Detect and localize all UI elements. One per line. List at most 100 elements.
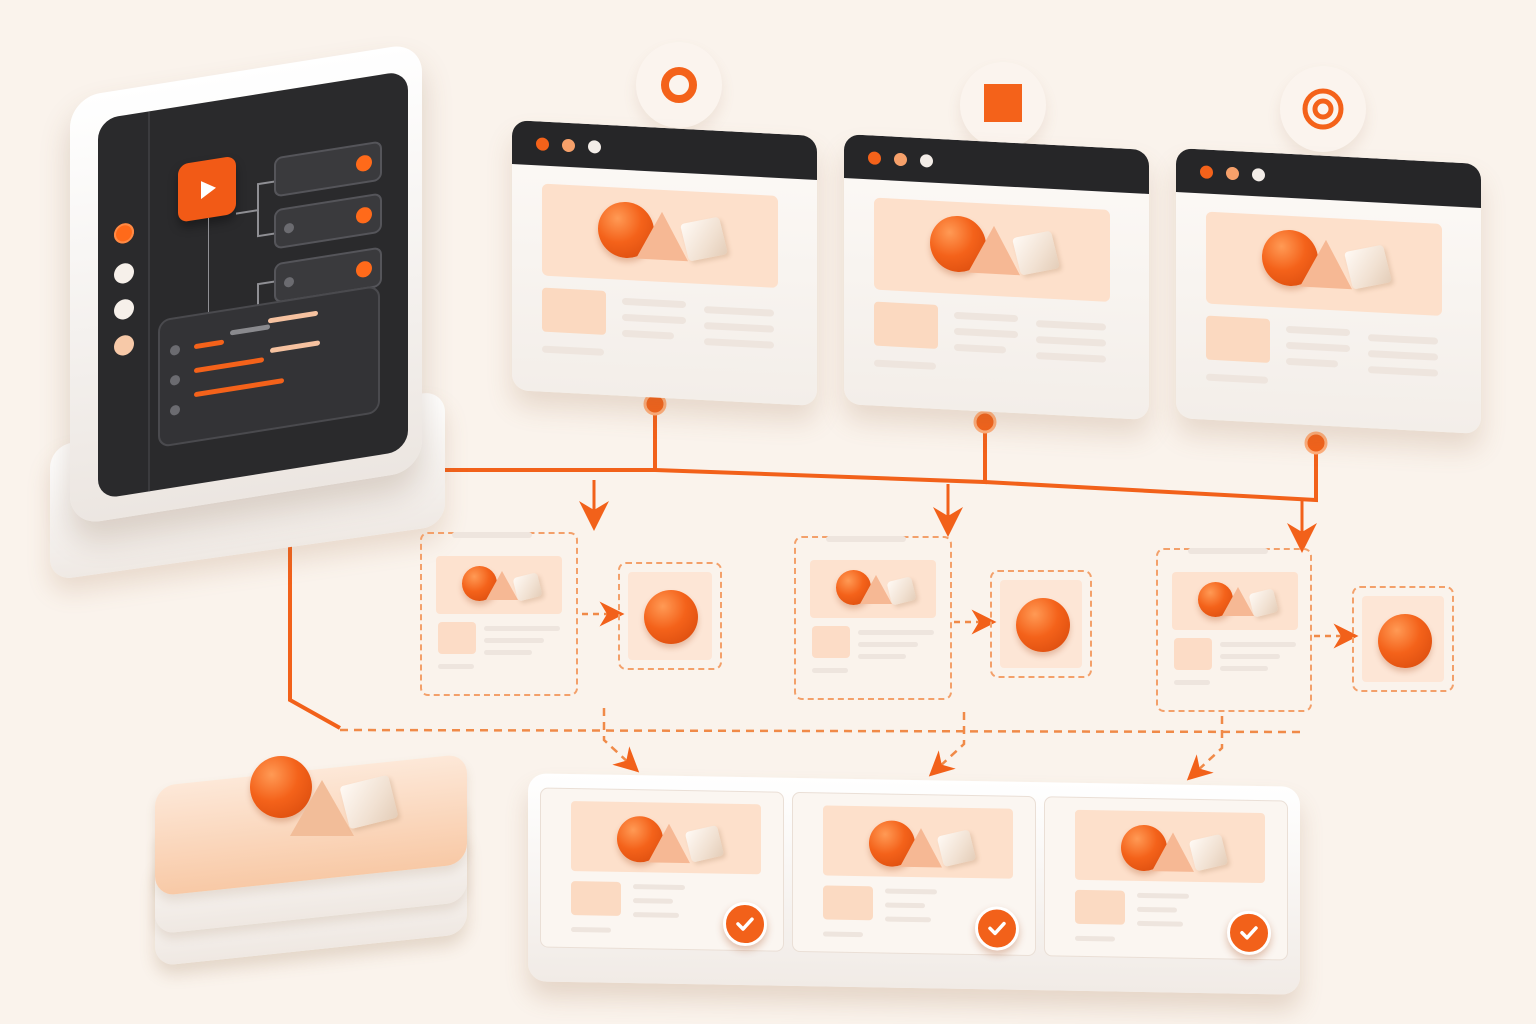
results-tray bbox=[528, 773, 1300, 995]
window-control-dot[interactable] bbox=[562, 138, 575, 153]
result-card[interactable] bbox=[540, 787, 784, 952]
target-icon bbox=[1302, 88, 1344, 130]
window-control-dot[interactable] bbox=[920, 153, 933, 168]
text-line bbox=[874, 359, 936, 370]
code-line bbox=[194, 357, 264, 374]
sphere-crop bbox=[644, 590, 698, 644]
text-line bbox=[1286, 357, 1338, 368]
detected-page-frame[interactable] bbox=[1156, 548, 1312, 712]
text-line bbox=[858, 642, 918, 647]
cube-shape bbox=[1248, 588, 1279, 617]
text-line bbox=[484, 650, 532, 655]
browser-window[interactable] bbox=[512, 120, 817, 406]
node-tree-lines bbox=[208, 180, 274, 334]
text-line bbox=[885, 916, 931, 923]
cropped-object-frame[interactable] bbox=[618, 562, 722, 670]
bus-line-3 bbox=[984, 444, 1318, 503]
text-line bbox=[633, 898, 673, 904]
window-control-dot[interactable] bbox=[1252, 167, 1265, 182]
window-control-dot[interactable] bbox=[1200, 165, 1213, 179]
text-line bbox=[823, 931, 863, 938]
detected-page-frame[interactable] bbox=[420, 532, 578, 696]
editor-screen bbox=[98, 70, 408, 500]
node-knob[interactable] bbox=[356, 154, 372, 173]
text-line bbox=[438, 664, 474, 669]
cropped-object-frame[interactable] bbox=[1352, 586, 1454, 692]
play-icon bbox=[201, 181, 216, 200]
pyramid-shape bbox=[900, 827, 943, 868]
code-line bbox=[268, 310, 318, 324]
text-line bbox=[633, 912, 679, 918]
text-line bbox=[1286, 341, 1350, 353]
cube-shape bbox=[1011, 230, 1061, 276]
node-row[interactable] bbox=[274, 192, 382, 250]
browser-window[interactable] bbox=[844, 134, 1149, 420]
pyramid-shape bbox=[1300, 238, 1352, 290]
success-badge bbox=[1227, 910, 1271, 956]
cube-shape bbox=[936, 829, 976, 868]
text-line bbox=[1137, 892, 1189, 899]
text-line bbox=[812, 668, 848, 673]
pyramid-shape bbox=[968, 224, 1020, 276]
hero-image bbox=[874, 197, 1110, 302]
pyramid-shape bbox=[1152, 831, 1195, 872]
text-line bbox=[542, 345, 604, 356]
result-card[interactable] bbox=[792, 791, 1036, 957]
code-line bbox=[230, 324, 270, 336]
badge-2 bbox=[960, 62, 1046, 148]
pyramid-shape bbox=[648, 822, 691, 863]
sidebar-dot[interactable] bbox=[114, 297, 134, 321]
text-line bbox=[1075, 935, 1115, 942]
header-line bbox=[452, 532, 532, 538]
badge-3 bbox=[1280, 66, 1366, 152]
text-line bbox=[704, 338, 774, 349]
check-icon bbox=[1240, 926, 1258, 940]
window-control-dot[interactable] bbox=[868, 151, 881, 165]
window-control-dot[interactable] bbox=[1226, 166, 1239, 181]
text-line bbox=[1206, 373, 1268, 384]
thumbnail bbox=[542, 287, 606, 335]
cube-shape bbox=[679, 216, 729, 262]
text-line bbox=[704, 322, 774, 333]
page-hero bbox=[1172, 572, 1298, 630]
text-line bbox=[704, 306, 774, 317]
browser-window[interactable] bbox=[1176, 148, 1481, 434]
window-control-dot[interactable] bbox=[894, 152, 907, 167]
text-line bbox=[571, 927, 611, 933]
check-icon bbox=[736, 917, 754, 931]
text-line bbox=[885, 902, 925, 909]
result-hero bbox=[571, 801, 761, 875]
thumbnail bbox=[1206, 315, 1270, 363]
window-control-dot[interactable] bbox=[588, 139, 601, 154]
result-hero bbox=[1075, 809, 1265, 884]
code-line bbox=[194, 339, 224, 350]
result-card[interactable] bbox=[1044, 796, 1288, 961]
sidebar-dot[interactable] bbox=[114, 261, 134, 285]
detected-page-frame[interactable] bbox=[794, 536, 952, 700]
cropped-object-frame[interactable] bbox=[990, 570, 1092, 678]
text-line bbox=[1174, 680, 1210, 685]
text-line bbox=[484, 638, 544, 643]
sidebar-dot[interactable] bbox=[114, 333, 134, 357]
sphere-crop bbox=[1016, 598, 1070, 652]
code-pin bbox=[170, 404, 180, 417]
text-line bbox=[954, 343, 1006, 354]
ring-icon bbox=[661, 67, 697, 103]
text-line bbox=[484, 626, 560, 631]
sidebar-dot-orange[interactable] bbox=[114, 221, 134, 245]
badge-1 bbox=[636, 42, 722, 128]
pyramid-shape bbox=[1221, 586, 1254, 616]
node-knob[interactable] bbox=[356, 206, 372, 225]
window-control-dot[interactable] bbox=[536, 137, 549, 151]
text-line bbox=[1137, 920, 1183, 927]
text-line bbox=[633, 884, 685, 891]
node-knob[interactable] bbox=[356, 260, 372, 279]
play-button[interactable] bbox=[178, 155, 236, 223]
page-hero bbox=[436, 556, 562, 614]
text-line bbox=[1368, 334, 1438, 345]
cube-shape bbox=[1343, 244, 1393, 290]
node-row[interactable] bbox=[274, 140, 382, 198]
text-line bbox=[1220, 666, 1268, 671]
text-line bbox=[622, 313, 686, 325]
